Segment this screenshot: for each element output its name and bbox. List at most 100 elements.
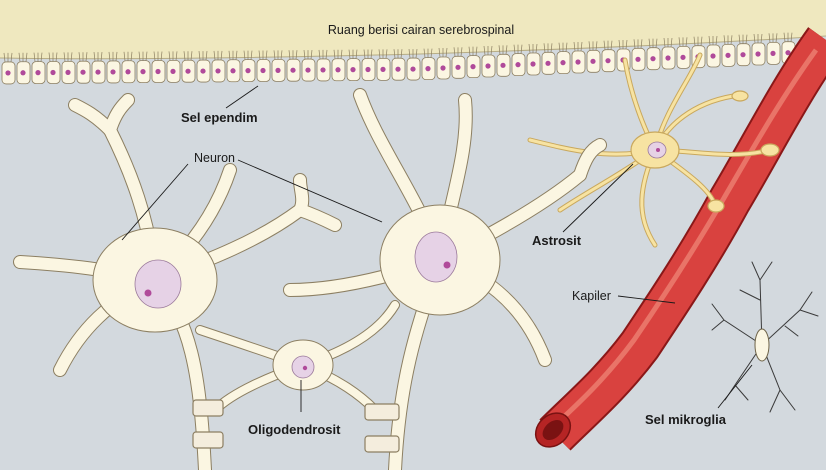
ependymal-cilium — [783, 32, 786, 42]
ependymal-cilium — [573, 41, 576, 52]
capillary-highlight — [550, 48, 819, 430]
ependymal-cilium — [475, 46, 478, 56]
astrocyte-nucleolus — [656, 148, 660, 152]
ependymal-cilium — [753, 33, 756, 44]
ependymal-cilium — [708, 35, 711, 46]
ependymal-nucleus — [80, 69, 86, 75]
ependymal-nucleus — [380, 66, 386, 72]
ependymal-cilium — [235, 50, 238, 60]
ependymal-nucleus — [455, 64, 461, 70]
ependymal-cilium — [460, 47, 463, 57]
ependymal-cilium — [558, 42, 561, 52]
csf-boundary — [0, 35, 826, 60]
ependymal-cilium — [40, 52, 43, 62]
ependymal-nucleus — [755, 51, 761, 57]
ependymal-cilium — [63, 52, 66, 62]
ependymal-nucleus — [650, 56, 656, 62]
ependymal-cilium — [243, 50, 246, 60]
label-neuron: Neuron — [194, 151, 235, 165]
ependymal-cilium — [138, 51, 141, 61]
ependymal-cilium — [700, 36, 703, 46]
ependymal-cilium — [393, 49, 396, 59]
ependymal-cilium — [745, 34, 748, 44]
ependymal-nucleus — [5, 70, 11, 76]
astrocyte-endfoot — [707, 199, 725, 213]
ependymal-cilium — [715, 35, 718, 46]
ependymal-cilium — [768, 33, 771, 43]
ependymal-cilium — [723, 35, 726, 45]
ependymal-cilium — [145, 51, 148, 61]
ependymal-nucleus — [485, 63, 491, 69]
ependymal-cilium — [603, 40, 606, 50]
label-csf-space: Ruang berisi cairan serebrospinal — [328, 23, 514, 37]
ependymal-cilium — [93, 52, 96, 62]
oligodendrocyte-nucleolus — [302, 365, 308, 371]
ependymal-nucleus — [50, 69, 56, 76]
myelin-sheath — [364, 403, 400, 421]
ependymal-cilium — [213, 50, 216, 60]
ependymal-nucleus — [470, 64, 476, 70]
ependymal-cilium — [318, 49, 321, 59]
ependymal-nucleus — [515, 62, 521, 68]
ependymal-cilium — [333, 49, 336, 59]
ependymal-cilium — [595, 41, 598, 51]
capillary-lumen — [542, 420, 564, 440]
ependymal-cilium — [48, 52, 51, 62]
ependymal-nucleus — [635, 56, 641, 62]
myelin-sheath — [364, 435, 400, 453]
astrocyte-endfoot — [760, 143, 780, 157]
ependymal-cilium — [385, 49, 388, 59]
astrocyte-endfoot — [731, 90, 749, 102]
ependymal-cilium — [310, 50, 313, 60]
ependymal-cilium — [205, 51, 208, 61]
ependymal-cilium — [648, 38, 651, 48]
ependymal-cilium — [85, 52, 88, 62]
ependymal-cilium — [738, 34, 741, 44]
neuron-left-nucleolus — [144, 289, 152, 297]
ependymal-cilium — [588, 41, 591, 51]
ependymal-nucleus — [680, 54, 686, 60]
ependymal-cilium — [468, 46, 471, 56]
ependymal-nucleus — [230, 68, 236, 74]
ependymal-cilium — [258, 50, 261, 60]
ependymal-nucleus — [200, 68, 206, 74]
ependymal-cilium — [100, 52, 103, 62]
ependymal-cilium — [415, 49, 418, 59]
capillary — [534, 27, 826, 451]
microglia-body — [754, 328, 770, 362]
ependymal-cilium — [775, 33, 778, 43]
ependymal-nucleus — [275, 67, 281, 73]
oligodendrocyte — [192, 300, 400, 453]
ependymal-nucleus — [35, 70, 41, 76]
ependymal-cilium — [295, 50, 298, 60]
ependymal-cilium — [580, 41, 583, 52]
ependymal-nucleus — [710, 53, 716, 59]
ependymal-cilium — [123, 51, 126, 61]
ependymal-cilium — [438, 47, 441, 58]
ependymal-cilium — [483, 45, 486, 56]
ependymal-cilium — [640, 39, 643, 49]
neuron-right — [283, 88, 607, 470]
ependymal-cilium — [618, 39, 621, 50]
ependymal-cilium — [130, 51, 133, 61]
ependymal-cilium — [220, 50, 223, 60]
ependymal-nucleus — [155, 68, 161, 75]
ependymal-cilium — [685, 37, 688, 47]
ependymal-nucleus — [725, 52, 731, 58]
ependymal-cilium — [115, 51, 118, 61]
ependymal-nucleus — [770, 50, 776, 56]
leader-lines — [121, 85, 753, 412]
ependymal-cilium — [55, 52, 58, 62]
ependymal-cilium — [273, 50, 276, 60]
ependymal-cell-layer — [1, 32, 796, 85]
label-astrocyte: Astrosit — [532, 233, 582, 248]
ependymal-nucleus — [140, 69, 146, 75]
ependymal-nucleus — [530, 61, 536, 67]
ependymal-nucleus — [335, 67, 341, 73]
label-oligodendrocyte: Oligodendrosit — [248, 422, 341, 437]
ependymal-cilium — [760, 33, 763, 44]
ependymal-cilium — [655, 38, 658, 48]
ependymal-cilium — [625, 39, 628, 50]
ependymal-nucleus — [500, 62, 506, 68]
